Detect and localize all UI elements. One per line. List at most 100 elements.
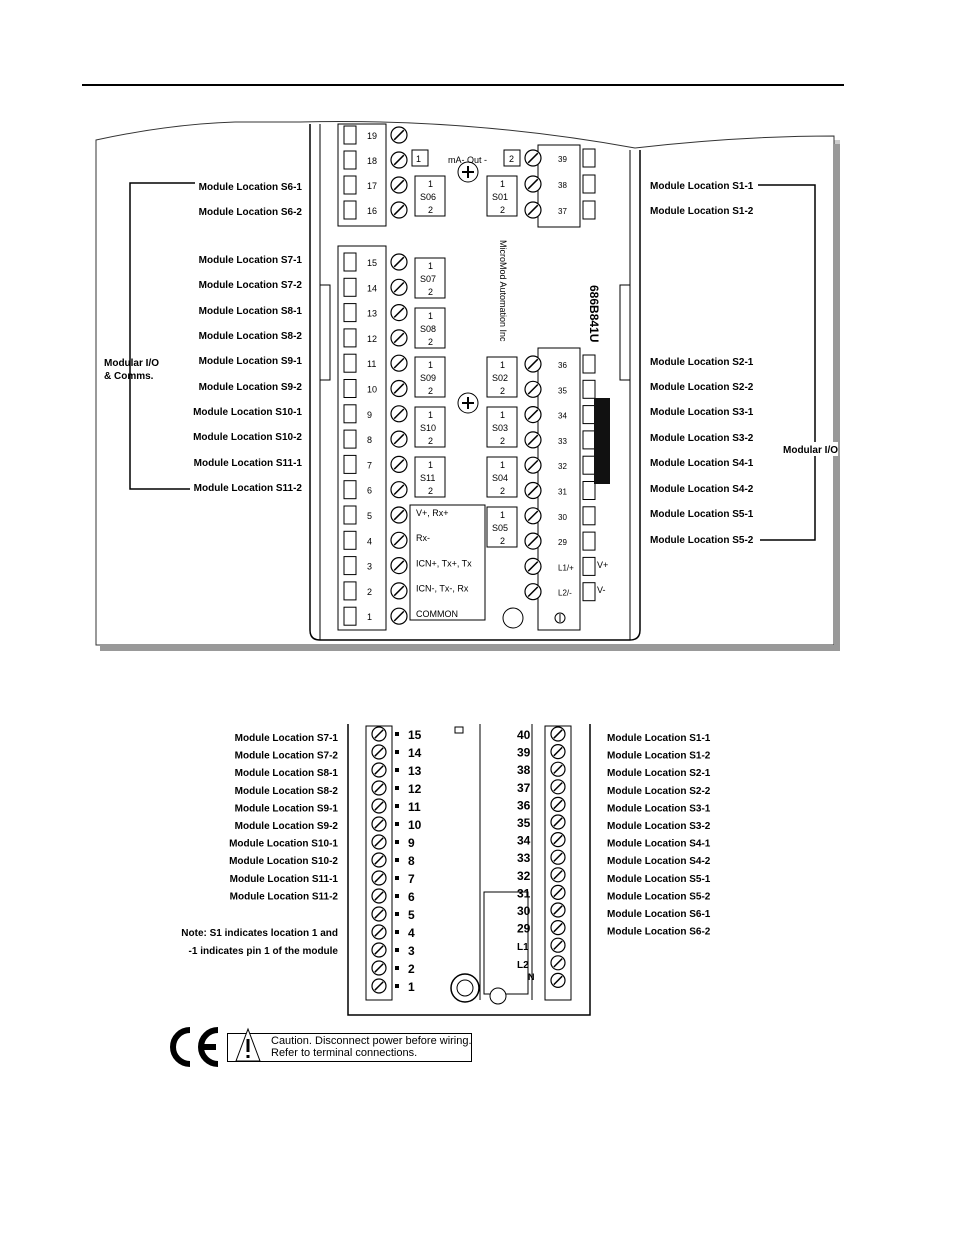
slot-pin-2: 2: [500, 436, 505, 446]
terminal-number: 39: [558, 155, 567, 164]
module-location-label: Module Location S5-2: [650, 535, 754, 546]
slot-pin-2: 2: [500, 386, 505, 396]
terminal-number: 36: [558, 361, 567, 370]
terminal-number: 3: [408, 944, 415, 958]
terminal-number: 4: [408, 926, 415, 940]
caution-line-1: Caution. Disconnect power before wiring.: [271, 1035, 472, 1047]
slot-pin-2: 2: [500, 486, 505, 496]
module-location-label: Module Location S1-2: [607, 751, 711, 762]
slot-pin-2: 2: [428, 486, 433, 496]
v-plus: V+: [597, 560, 608, 570]
module-location-label: Module Location S1-1: [607, 733, 711, 744]
module-slot: [486, 456, 518, 498]
comm-label: ICN-, Tx-, Rx: [416, 584, 469, 594]
module-location-label: Module Location S4-2: [650, 484, 754, 495]
module-location-label: Module Location S3-1: [607, 803, 711, 814]
terminal-number: 15: [367, 258, 377, 268]
terminal-number: 15: [408, 728, 422, 742]
terminal-number: 35: [558, 386, 567, 395]
terminal-number: 11: [408, 800, 421, 814]
module-location-label: Module Location S10-1: [229, 839, 338, 850]
terminal-number: 1: [408, 980, 415, 994]
terminal-number: 2: [408, 962, 415, 976]
terminal-number: L2: [517, 960, 529, 971]
terminal-number: 7: [408, 872, 415, 886]
terminal-number: 29: [558, 538, 567, 547]
terminal-number: L1: [517, 942, 529, 953]
module-location-label: Module Location S7-2: [199, 280, 303, 291]
terminal-number: 16: [367, 206, 377, 216]
terminal-number: 33: [558, 437, 567, 446]
terminal-number: 5: [408, 908, 415, 922]
terminal-number: 1: [367, 612, 372, 622]
slot-name: S08: [420, 324, 436, 334]
module-location-label: Module Location S10-1: [193, 407, 302, 418]
module-location-label: Module Location S4-2: [607, 856, 711, 867]
group-left-line1: Modular I/O: [104, 358, 159, 369]
module-slot-boxes: 1S0621S0121S0721S0821S0921S0221S1021S032…: [414, 175, 518, 548]
terminal-number: 29: [517, 922, 531, 936]
slot-name: S04: [492, 473, 508, 483]
module-location-label: Module Location S2-2: [650, 382, 754, 393]
terminal-number: 3: [367, 562, 372, 572]
terminal-number: 6: [408, 890, 415, 904]
slot-pin-1: 1: [428, 311, 433, 321]
terminal-n: N: [528, 972, 535, 982]
terminal-number: L1/+: [558, 563, 574, 572]
group-left-line2: & Comms.: [104, 371, 154, 382]
terminal-number: 6: [367, 486, 372, 496]
slot-pin-2: 2: [428, 337, 433, 347]
module-location-label: Module Location S1-1: [650, 181, 754, 192]
terminal-number: 8: [408, 854, 415, 868]
module-slot: [486, 406, 518, 448]
slot-name: S07: [420, 274, 436, 284]
module-location-label: Module Location S4-1: [607, 839, 711, 850]
module-slot: [414, 456, 446, 498]
terminal-number: 32: [558, 462, 567, 471]
terminal-number: 37: [558, 207, 567, 216]
module-location-label: Module Location S10-2: [229, 856, 338, 867]
module-location-label: Module Location S5-1: [607, 874, 711, 885]
terminal-number: 38: [558, 181, 567, 190]
terminal-number: 13: [408, 764, 422, 778]
terminal-number: 12: [367, 334, 377, 344]
note-line-2: -1 indicates pin 1 of the module: [189, 946, 339, 957]
slot-pin-1: 1: [428, 360, 433, 370]
terminal-number: 8: [367, 435, 372, 445]
slot-name: S09: [420, 373, 436, 383]
module-location-label: Module Location S11-2: [194, 483, 303, 494]
terminal-number: 30: [558, 513, 567, 522]
slot-pin-1: 1: [428, 261, 433, 271]
terminal-number: 18: [367, 156, 377, 166]
slot-name: S03: [492, 423, 508, 433]
module-location-label: Module Location S11-1: [230, 874, 339, 885]
comm-label: ICN+, Tx+, Tx: [416, 558, 472, 568]
terminal-number: 36: [517, 798, 531, 812]
module-slot: [414, 257, 446, 299]
terminal-number: 31: [558, 488, 567, 497]
module-location-label: Module Location S6-1: [607, 909, 711, 920]
terminal-number: 13: [367, 309, 377, 319]
terminal-number: 39: [517, 746, 531, 760]
terminal-number: 38: [517, 763, 531, 777]
slot-pin-1: 1: [500, 360, 505, 370]
terminal-number: 30: [517, 904, 531, 918]
module-slot: [414, 406, 446, 448]
slot-name: S02: [492, 373, 508, 383]
module-location-label: Module Location S9-1: [199, 356, 303, 367]
module-location-label: Module Location S9-2: [235, 821, 339, 832]
terminal-number: 34: [517, 834, 531, 848]
slot-pin-1: 1: [500, 510, 505, 520]
terminal-number: 12: [408, 782, 422, 796]
comm-label: COMMON: [416, 609, 458, 619]
slot-pin-1: 1: [500, 179, 505, 189]
module-location-label: Module Location S6-1: [199, 182, 303, 193]
module-slot: [486, 506, 518, 548]
module-location-label: Module Location S3-2: [650, 433, 754, 444]
slot-name: S11: [420, 473, 435, 483]
